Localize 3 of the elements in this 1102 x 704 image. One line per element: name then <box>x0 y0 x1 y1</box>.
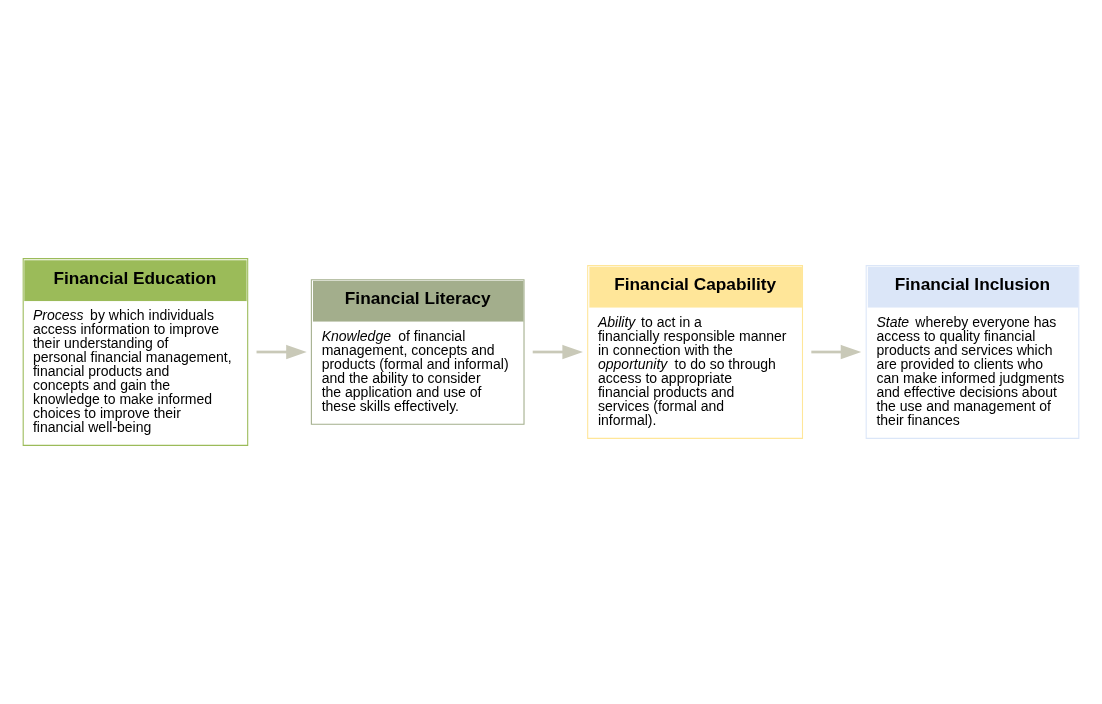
arrow <box>532 344 583 360</box>
arrow <box>256 344 307 360</box>
arrow <box>811 344 862 360</box>
